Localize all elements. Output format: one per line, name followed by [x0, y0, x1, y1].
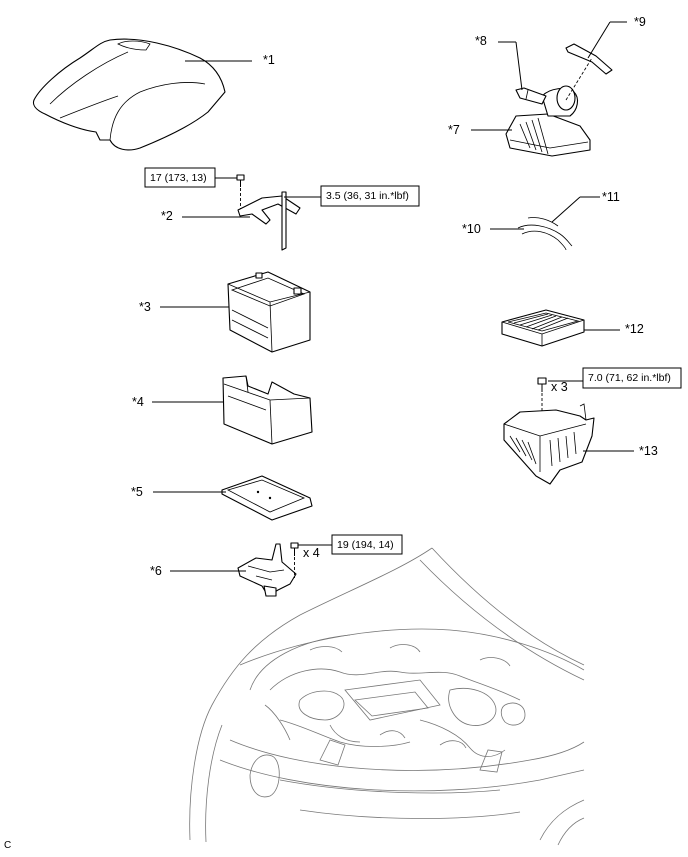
- quantity-1: x 4: [303, 546, 320, 560]
- part-air-cleaner-case: [503, 403, 595, 485]
- part-hose-8: [515, 87, 547, 105]
- callout-3: *3: [139, 300, 151, 314]
- part-battery: [227, 271, 311, 353]
- callout-7: *7: [448, 123, 460, 137]
- bolt-icon: [236, 174, 245, 187]
- torque-value-4: 7.0 (71, 62 in.*lbf): [588, 372, 671, 384]
- torque-box-2: [320, 185, 420, 207]
- leader-line: [587, 21, 611, 59]
- part-air-filter: [501, 309, 585, 347]
- callout-5: *5: [131, 485, 143, 499]
- callout-1: *1: [263, 53, 275, 67]
- part-battery-tray: [221, 475, 313, 521]
- torque-value-2: 3.5 (36, 31 in.*lbf): [326, 190, 409, 202]
- callout-9: *9: [634, 15, 646, 29]
- part-hose-clamp: [517, 217, 573, 251]
- corner-mark: C: [4, 840, 11, 851]
- part-battery-insulator: [222, 375, 313, 445]
- bolt-icon: [290, 542, 299, 556]
- torque-box-4: [582, 367, 682, 389]
- vehicle-engine-bay-illustration: [189, 547, 585, 846]
- callout-11: *11: [602, 190, 620, 204]
- callout-6: *6: [150, 564, 162, 578]
- part-battery-carrier: [237, 543, 297, 597]
- part-engine-cover: [32, 38, 226, 151]
- bolt-icon: [537, 377, 547, 392]
- callout-2: *2: [161, 209, 173, 223]
- part-hose-9: [565, 43, 613, 75]
- callout-8: *8: [475, 34, 487, 48]
- torque-box-3: [331, 534, 403, 555]
- torque-value-3: 19 (194, 14): [337, 539, 394, 551]
- callout-10: *10: [462, 222, 481, 236]
- quantity-2: x 3: [551, 380, 568, 394]
- torque-value-1: 17 (173, 13): [150, 172, 207, 184]
- part-air-cleaner-cap: [505, 85, 591, 157]
- callout-12: *12: [625, 322, 644, 336]
- leader-line: [551, 196, 581, 223]
- part-battery-clamp: [237, 191, 301, 251]
- leader-line: [515, 41, 523, 91]
- callout-13: *13: [639, 444, 658, 458]
- callout-4: *4: [132, 395, 144, 409]
- alignment-line: [565, 57, 593, 101]
